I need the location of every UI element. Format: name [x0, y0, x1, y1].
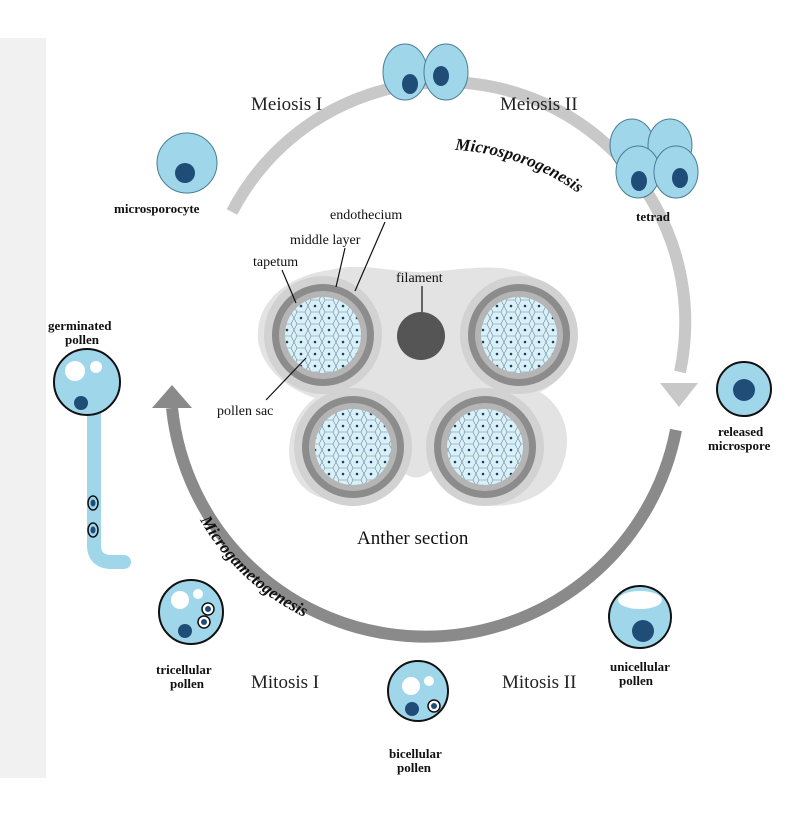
tapetum-pointer [281, 269, 297, 304]
tapetum-label: tapetum [253, 255, 298, 270]
anther-section-title: Anther section [357, 528, 469, 549]
germinated-nucleus [74, 396, 88, 410]
pollen-sac-bottom-right [426, 388, 544, 506]
tetrad-cells [609, 118, 699, 199]
filament [397, 312, 445, 360]
dyad-cells [382, 43, 469, 101]
endothecium-pointer [354, 221, 386, 292]
pollen-sac-top-left [264, 276, 382, 394]
germinated-pollen-cell [53, 348, 131, 569]
unicellular-label-line1: unicellular [610, 659, 670, 674]
tetrad-nucleus-left [631, 171, 647, 191]
pollen-tube [87, 403, 131, 569]
filament-label: filament [396, 271, 443, 286]
germinated-vacuole-large [65, 361, 85, 381]
middle-layer-label: middle layer [290, 233, 361, 248]
middle-layer-pointer [335, 247, 346, 288]
released-label-line2: microspore [708, 438, 771, 453]
endothecium-label: endothecium [330, 208, 402, 223]
tricellular-pollen-cell [158, 579, 224, 645]
microsporogenesis-arrow-band [226, 76, 692, 374]
dyad-nucleus-right [433, 66, 449, 86]
bicellular-label-line1: bicellular [389, 746, 442, 761]
tricellular-label-line2: pollen [170, 676, 205, 691]
microsporocyte-cell [156, 132, 218, 194]
tricellular-vegetative-nucleus [178, 624, 192, 638]
unicellular-pollen-cell [608, 585, 672, 649]
meiosis-1-label: Meiosis I [251, 94, 322, 115]
microgametogenesis-arrowhead [152, 385, 192, 408]
germinated-label-line1: germinated [48, 318, 112, 333]
tetrad-label: tetrad [636, 209, 671, 224]
pollen-sac-bottom-left [294, 388, 412, 506]
microsporogenesis-label: Microsporogenesis [454, 135, 588, 197]
microsporocyte-label: microsporocyte [114, 201, 200, 216]
mitosis-1-label: Mitosis I [251, 672, 319, 693]
anther-section: endothecium middle layer tapetum filamen… [217, 208, 578, 549]
released-microspore-cell [716, 361, 772, 417]
pollen-sac-pointer [265, 357, 307, 401]
bicellular-label-line2: pollen [397, 760, 432, 775]
microsporogenesis-arrowhead [660, 383, 698, 407]
bicellular-vacuole-large [402, 677, 420, 695]
microsporocyte-nucleus [175, 163, 195, 183]
microgametogenesis-arrow-band [166, 407, 682, 643]
dyad-nucleus-left [402, 74, 418, 94]
microsporogenesis-text: Microsporogenesis [454, 135, 588, 197]
germinated-vacuole-small [90, 361, 102, 373]
released-label-line1: released [718, 424, 764, 439]
unicellular-vacuole [618, 591, 662, 609]
tricellular-vacuole-small [193, 589, 203, 599]
mitosis-2-label: Mitosis II [502, 672, 576, 693]
tricellular-vacuole-large [171, 591, 189, 609]
tricellular-label-line1: tricellular [156, 662, 212, 677]
unicellular-nucleus [632, 620, 654, 642]
bicellular-pollen-cell [387, 660, 449, 722]
pollen-sac-label: pollen sac [217, 404, 273, 419]
tetrad-nucleus-right [672, 168, 688, 188]
pollen-sac-top-right [460, 276, 578, 394]
unicellular-label-line2: pollen [619, 673, 654, 688]
meiosis-2-label: Meiosis II [500, 94, 578, 115]
bicellular-vacuole-small [424, 676, 434, 686]
left-margin-strip [0, 38, 46, 778]
bicellular-vegetative-nucleus [405, 702, 419, 716]
released-microspore-nucleus [733, 379, 755, 401]
germinated-label-line2: pollen [65, 332, 100, 347]
